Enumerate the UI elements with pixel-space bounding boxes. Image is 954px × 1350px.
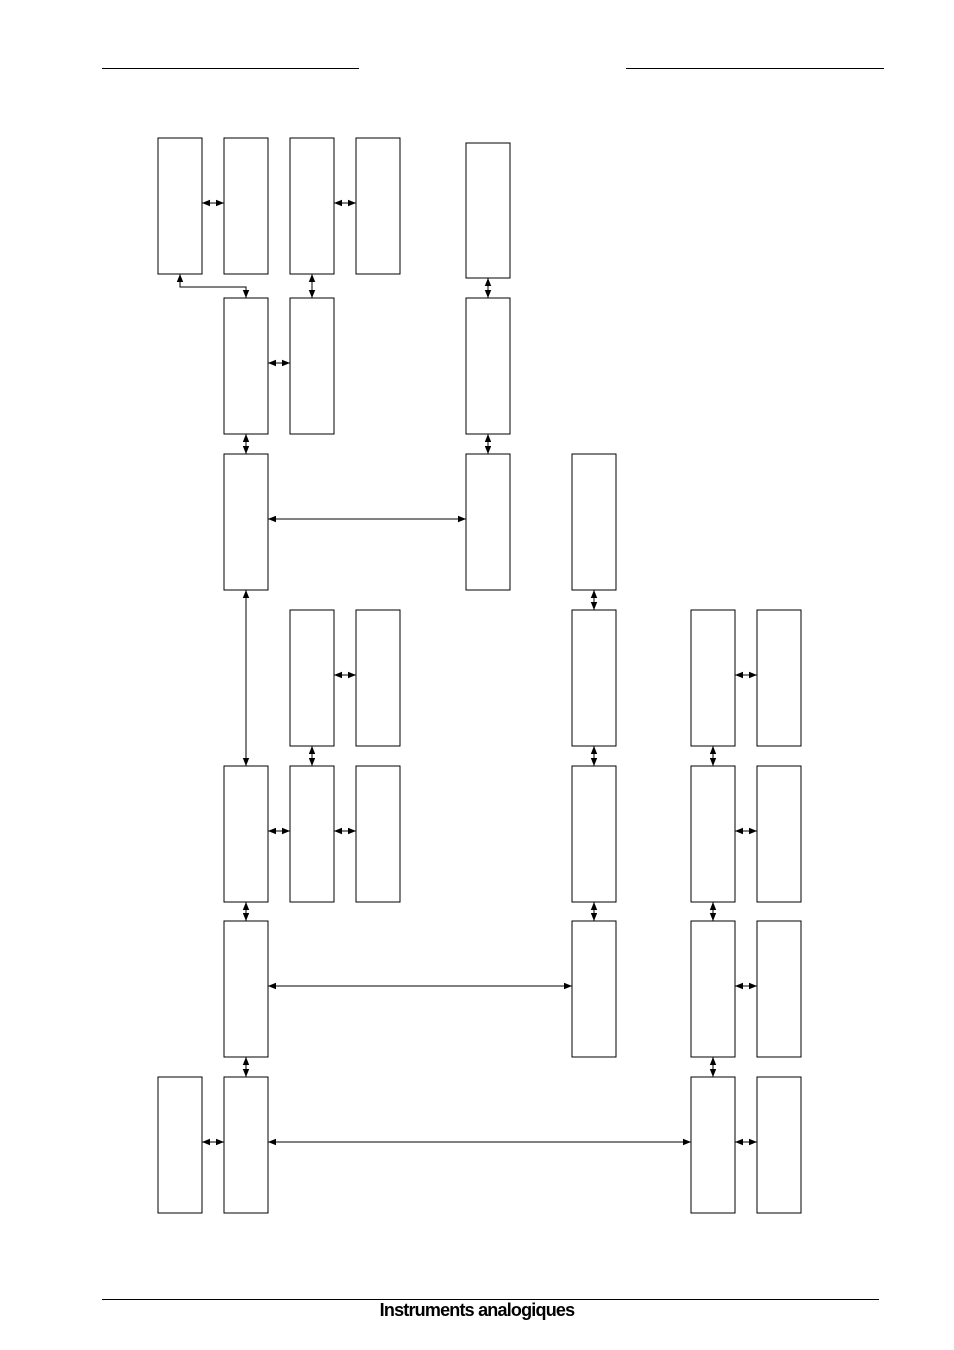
footer-title: Instruments analogiques xyxy=(379,1300,575,1320)
diagram-box-r4-c6 xyxy=(571,609,617,747)
diagram-box-r7-c8 xyxy=(756,1076,802,1214)
diagram-box-r2-c2 xyxy=(223,297,269,435)
diagram-box-r6-c6 xyxy=(571,920,617,1058)
diagram-box-r1-c4 xyxy=(355,137,401,275)
diagram-box-r7-c1 xyxy=(157,1076,203,1214)
diagram-box-r4-c3 xyxy=(289,609,335,747)
diagram-box-r6-c2 xyxy=(223,920,269,1058)
diagram-box-r1-c3 xyxy=(289,137,335,275)
diagram-box-r5-c2 xyxy=(223,765,269,903)
diagram-box-r7-c2 xyxy=(223,1076,269,1214)
diagram-box-r5-c7 xyxy=(690,765,736,903)
header-rule-left xyxy=(102,68,359,69)
diagram-box-r1-c2 xyxy=(223,137,269,275)
header-rule-right xyxy=(626,68,884,69)
diagram-box-r5-c3 xyxy=(289,765,335,903)
footer-rule xyxy=(102,1299,879,1300)
diagram-box-r6-c8 xyxy=(756,920,802,1058)
diagram-box-r6-c7 xyxy=(690,920,736,1058)
diagram-box-r3-c5 xyxy=(465,453,511,591)
diagram-box-r4-c8 xyxy=(756,609,802,747)
diagram-box-r1-c5 xyxy=(465,142,511,279)
diagram-box-r4-c4 xyxy=(355,609,401,747)
connector-arrow-r1-c1-to-r2-c2 xyxy=(176,274,250,298)
diagram-box-r5-c4 xyxy=(355,765,401,903)
diagram-box-r2-c5 xyxy=(465,297,511,435)
diagram-box-r2-c3 xyxy=(289,297,335,435)
connector-group xyxy=(176,199,757,1146)
diagram-box-r7-c7 xyxy=(690,1076,736,1214)
box-group xyxy=(157,137,802,1214)
diagram-box-r5-c6 xyxy=(571,765,617,903)
diagram-box-r3-c6 xyxy=(571,453,617,591)
diagram-box-r4-c7 xyxy=(690,609,736,747)
diagram-box-r1-c1 xyxy=(157,137,203,275)
diagram-box-r3-c2 xyxy=(223,453,269,591)
diagram-box-r5-c8 xyxy=(756,765,802,903)
